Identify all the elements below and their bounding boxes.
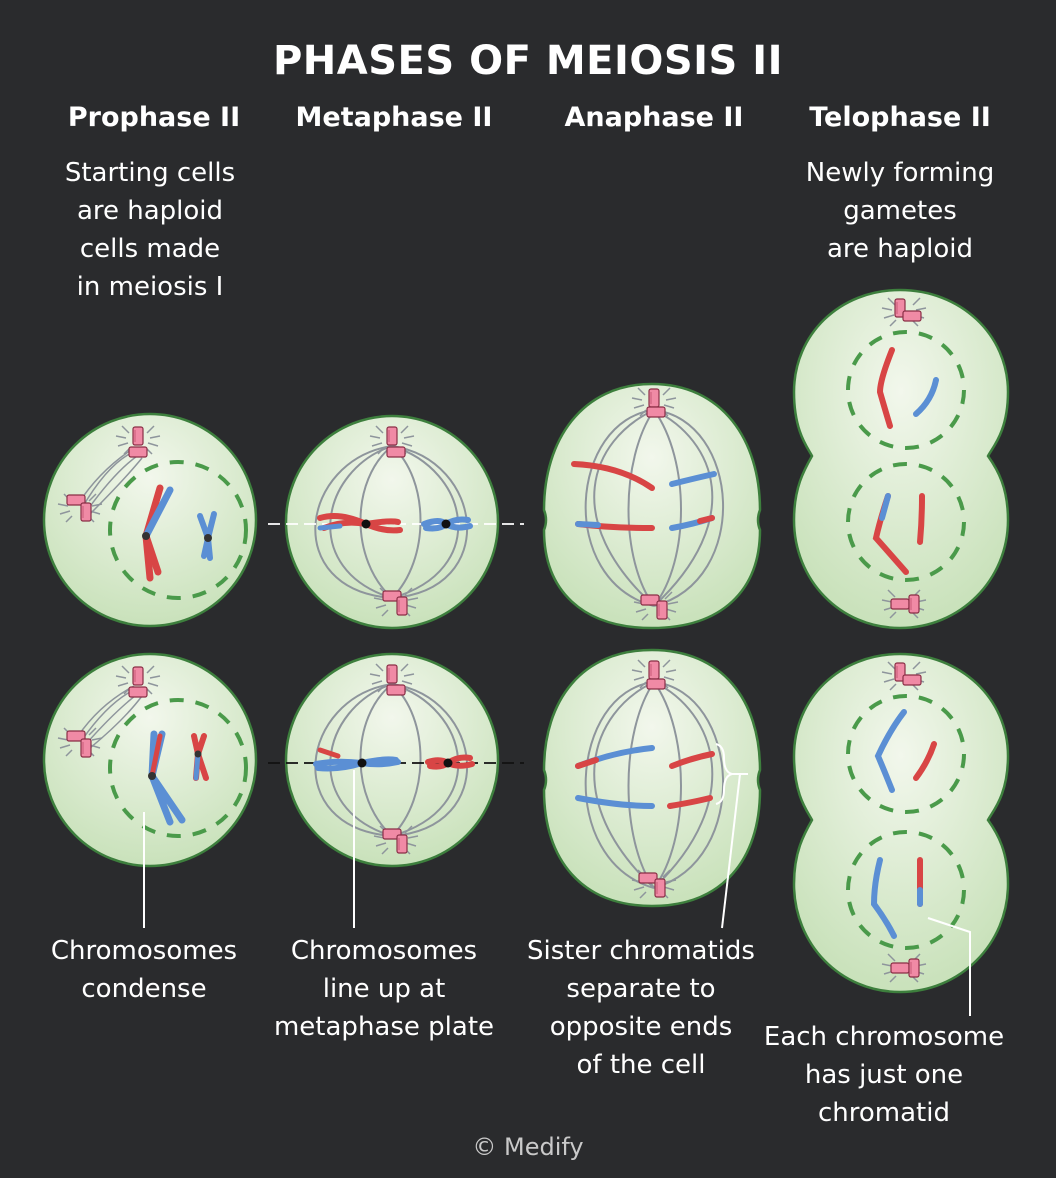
phase-label-telophase: Telophase II — [809, 102, 991, 133]
anaphase-cell-top — [542, 382, 762, 630]
telophase-description: Newly forming gametes are haploid — [805, 158, 995, 264]
prophase-annotation: Chromosomes condense — [50, 936, 238, 1004]
metaphase-cell-top — [268, 414, 524, 630]
credit: © Medify — [472, 1133, 584, 1161]
prophase-cell-bottom — [42, 652, 258, 868]
prophase-cell-top — [42, 412, 258, 628]
chromosome-icon — [148, 730, 186, 826]
leader-lines — [143, 770, 971, 1016]
metaphase-cell-bottom — [268, 652, 524, 868]
telophase-cell-bottom — [792, 652, 1010, 994]
anaphase-cell-bottom — [542, 648, 762, 908]
chromosome-icon — [191, 733, 209, 781]
phase-label-anaphase: Anaphase II — [564, 102, 744, 133]
chromosome-icon — [313, 747, 401, 772]
chromosome-icon — [197, 511, 217, 561]
telophase-cell-top — [792, 288, 1010, 630]
anaphase-annotation: Sister chromatids separate to opposite e… — [527, 936, 755, 1080]
phase-label-prophase: Prophase II — [67, 102, 241, 133]
chromosome-icon — [142, 484, 174, 582]
phase-label-metaphase: Metaphase II — [295, 102, 493, 133]
telophase-annotation: Each chromosome has just one chromatid — [763, 1022, 1005, 1128]
page-title: PHASES OF MEIOSIS II — [272, 38, 784, 84]
chromosome-icon — [425, 754, 475, 770]
metaphase-annotation: Chromosomes line up at metaphase plate — [273, 936, 495, 1042]
chromosome-icon — [421, 516, 473, 532]
prophase-description: Starting cells are haploid cells made in… — [64, 158, 236, 302]
chromosome-icon — [317, 513, 403, 534]
